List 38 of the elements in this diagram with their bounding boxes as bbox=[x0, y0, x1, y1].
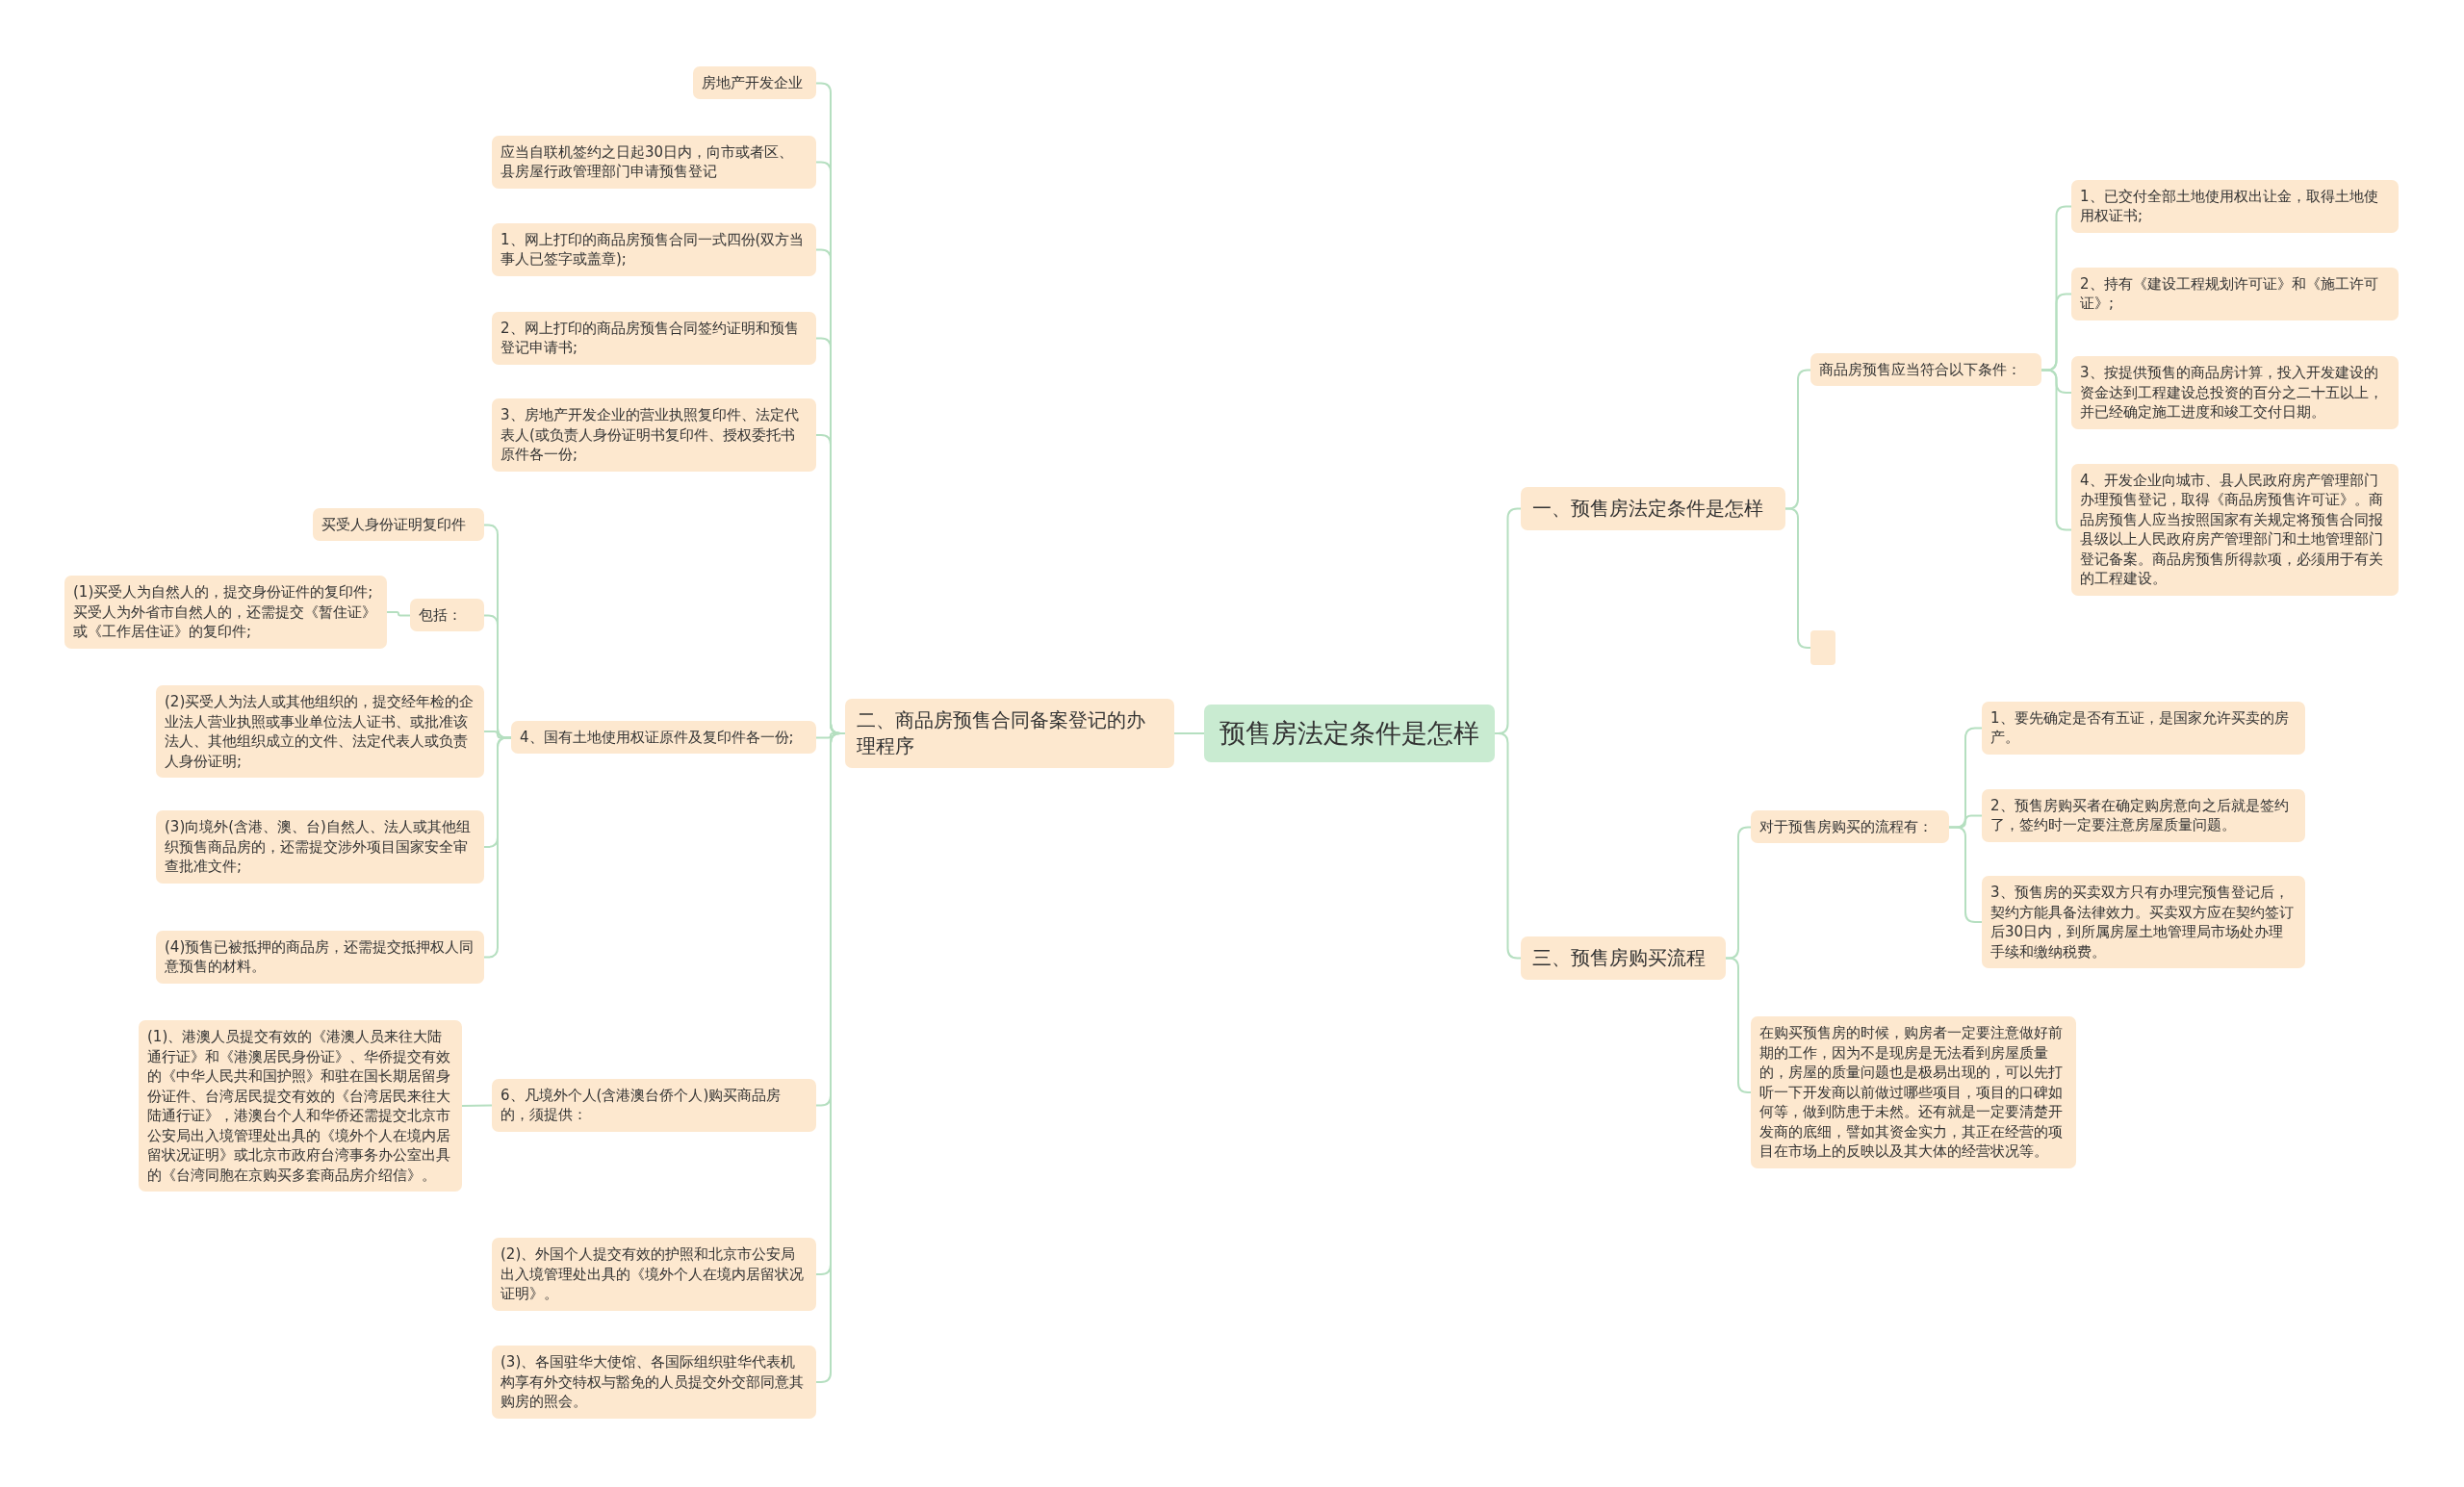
connector-line bbox=[2040, 369, 2072, 531]
connector-line bbox=[386, 611, 411, 617]
topic-box: (3)、各国驻华大使馆、各国际组织驻华代表机构享有外交特权与豁免的人员提交外交部同意其购房的照会。 bbox=[492, 1346, 816, 1419]
topic-box: 1、网上打印的商品房预售合同一式四份(双方当事人已签字或盖章); bbox=[492, 222, 816, 276]
topic-box: (1)买受人为自然人的，提交身份证件的复印件;买受人为外省市自然人的，还需提交《暂住证》或《工作居住证》的复印件; bbox=[64, 576, 387, 649]
connector-line bbox=[1784, 507, 1811, 649]
topic-box: 3、按提供预售的商品房计算，投入开发建设的资金达到工程建设总投资的百分之二十五以上，并已经确定施工进度和竣工交付日期。 bbox=[2071, 356, 2399, 429]
topic-box: 3、预售房的买卖双方只有办理完预售登记后，契约方能具备法律效力。买卖双方应在契约签订后30日内，到所属房屋土地管理局市场处办理手续和缴纳税费。 bbox=[1982, 876, 2305, 968]
topic-box: (2)买受人为法人或其他组织的，提交经年检的企业法人营业执照或事业单位法人证书、或批准该法人、其他组织成立的文件、法定代表人或负责人身份证明; bbox=[156, 685, 484, 778]
topic-box: 在购买预售房的时候，购房者一定要注意做好前期的工作，因为不是现房是无法看到房屋质量的，房屋的质量问题也是极易出现的，可以先打听一下开发商以前做过哪些项目，项目的口碑如何等，做到防患于未然。还有就是一定要清楚开发商的底细，譬如其资金实力，其正在经营的项目在市场上的反映以及其大体的经营状况等。 bbox=[1751, 1016, 2076, 1168]
topic-box: (1)、港澳人员提交有效的《港澳人员来往大陆通行证》和《港澳居民身份证》、华侨提交有效的《中华人民共和国护照》和驻在国长期居留身份证件、台湾居民提交有效的《台湾居民来往大陆通行证》，港澳台个人和华侨还需提交北京市公安局出入境管理处出具的《境外个人在境内居留状况证明》或北京市政府台湾事务办公室出具的《台湾同胞在京购买多套商品房介绍信》。 bbox=[139, 1020, 462, 1192]
connector-line bbox=[461, 1104, 493, 1107]
connector-line bbox=[1173, 732, 1205, 734]
topic-box: 一、预售房法定条件是怎样 bbox=[1521, 486, 1785, 530]
topic-box: 二、商品房预售合同备案登记的办理程序 bbox=[845, 699, 1174, 768]
topic-box: 房地产开发企业 bbox=[693, 65, 816, 99]
topic-box: 应当自联机签约之日起30日内，向市或者区、县房屋行政管理部门申请预售登记 bbox=[492, 135, 816, 189]
connector-line bbox=[1725, 957, 1752, 1093]
topic-box: 包括： bbox=[410, 598, 484, 631]
topic-box: 商品房预售应当符合以下条件： bbox=[1810, 352, 2041, 386]
central-topic-box: 预售房法定条件是怎样 bbox=[1204, 705, 1495, 762]
topic-box: 4、国有土地使用权证原件及复印件各一份; bbox=[511, 720, 816, 754]
topic-box: 2、持有《建设工程规划许可证》和《施工许可证》; bbox=[2071, 267, 2399, 320]
topic-box: 2、网上打印的商品房预售合同签约证明和预售登记申请书; bbox=[492, 311, 816, 365]
connector-line bbox=[483, 736, 512, 959]
topic-box: 对于预售房购买的流程有： bbox=[1751, 809, 1949, 843]
empty-box bbox=[1810, 630, 1835, 665]
topic-box: 4、开发企业向城市、县人民政府房产管理部门办理预售登记，取得《商品房预售许可证》。商品房预售人应当按照国家有关规定将预售合同报县级以上人民政府房产管理部门和土地管理部门登记备案。商品房预售所得款项，必须用于有关的工程建设。 bbox=[2071, 463, 2399, 596]
topic-box: 买受人身份证明复印件 bbox=[313, 507, 484, 541]
topic-box: 三、预售房购买流程 bbox=[1521, 936, 1726, 980]
topic-box: 6、凡境外个人(含港澳台侨个人)购买商品房的，须提供： bbox=[492, 1078, 816, 1132]
topic-box: 1、要先确定是否有五证，是国家允许买卖的房产。 bbox=[1982, 701, 2305, 755]
topic-box: 1、已交付全部土地使用权出让金，取得土地使用权证书; bbox=[2071, 179, 2399, 233]
topic-box: (2)、外国个人提交有效的护照和北京市公安局出入境管理处出具的《境外个人在境内居留状况证明》。 bbox=[492, 1238, 816, 1311]
topic-box: 2、预售房购买者在确定购房意向之后就是签约了，签约时一定要注意房屋质量问题。 bbox=[1982, 788, 2305, 842]
topic-box: (4)预售已被抵押的商品房，还需提交抵押权人同意预售的材料。 bbox=[156, 930, 484, 984]
topic-box: (3)向境外(含港、澳、台)自然人、法人或其他组织预售商品房的，还需提交涉外项目国家安全审查批准文件; bbox=[156, 810, 484, 884]
topic-box: 3、房地产开发企业的营业执照复印件、法定代表人(或负责人身份证明书复印件、授权委托书原件各一份; bbox=[492, 398, 816, 472]
